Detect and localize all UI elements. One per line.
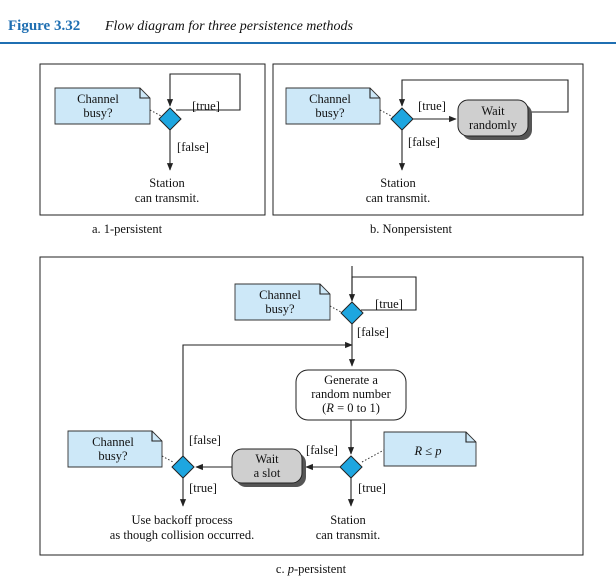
panel-c-left-channel-busy-note: Channel busy? — [67, 430, 163, 468]
panel-c-r-le-p-note: R ≤ p — [383, 431, 477, 467]
panel-c-rp-false-label: [false] — [306, 443, 338, 457]
panel-b-result-line1: Station — [380, 176, 416, 190]
panel-c-wait-line2: a slot — [254, 466, 281, 480]
panel-c-gen-line2: random number — [311, 387, 391, 401]
panel-a-caption: a. 1-persistent — [92, 222, 163, 236]
panel-b-wait-line2: randomly — [469, 118, 518, 132]
panel-c-backoff-line2: as though collision occurred. — [110, 528, 254, 542]
panel-c-result-line2: can transmit. — [316, 528, 381, 542]
panel-a-channel-busy-note: Channel busy? — [54, 87, 151, 125]
panel-a-true-label: [true] — [192, 99, 220, 113]
panel-b-true-label: [true] — [418, 99, 446, 113]
panel-a-result-line1: Station — [149, 176, 185, 190]
panel-b-note-line1: Channel — [309, 92, 351, 106]
panel-c-left-note-line1: Channel — [92, 435, 134, 449]
panel-b-note-line2: busy? — [315, 106, 345, 120]
panel-c-wait-line1: Wait — [255, 452, 279, 466]
panel-b-decision-diamond — [390, 107, 414, 131]
panel-c-top-note-line2: busy? — [265, 302, 295, 316]
panel-c-top-true-label: [true] — [375, 297, 403, 311]
panel-a-note-line1: Channel — [77, 92, 119, 106]
panel-c-left-note-line2: busy? — [98, 449, 128, 463]
panel-a-1-persistent: Channel busy? [true] [false] Station can… — [39, 63, 266, 236]
panel-b-nonpersistent: Channel busy? [true] Wait randomly [fals… — [272, 63, 584, 236]
panel-b-frame — [272, 63, 584, 216]
panel-c-top-decision-diamond — [340, 301, 364, 325]
panel-c-backoff-line1: Use backoff process — [131, 513, 232, 527]
panel-c-left-decision-diamond — [171, 455, 195, 479]
panel-c-p-persistent: Channel busy? [true] [false] Generate a … — [39, 256, 584, 576]
panel-c-gen-line3: (R = 0 to 1) — [322, 401, 380, 415]
panel-b-result-line2: can transmit. — [366, 191, 431, 205]
panel-a-decision-diamond — [158, 107, 182, 131]
panel-c-result-line1: Station — [330, 513, 366, 527]
panel-b-wait-randomly-box: Wait randomly — [457, 99, 532, 140]
panel-c-top-channel-busy-note: Channel busy? — [234, 283, 331, 321]
panel-b-channel-busy-note: Channel busy? — [285, 87, 381, 125]
panel-a-frame — [39, 63, 266, 216]
panel-c-top-note-line1: Channel — [259, 288, 301, 302]
panel-c-rp-true-label: [true] — [358, 481, 386, 495]
panel-a-result-line2: can transmit. — [135, 191, 200, 205]
panel-c-top-false-label: [false] — [357, 325, 389, 339]
panel-c-generate-random-box: Generate a random number (R = 0 to 1) — [295, 369, 407, 421]
panel-c-rp-text: R ≤ p — [413, 444, 441, 458]
panel-a-false-label: [false] — [177, 140, 209, 154]
panel-b-caption: b. Nonpersistent — [370, 222, 452, 236]
figure-title: Flow diagram for three persistence metho… — [104, 19, 354, 34]
panel-c-rp-decision-diamond — [339, 455, 363, 479]
panel-b-wait-line1: Wait — [481, 104, 505, 118]
panel-c-left-true-label: [true] — [189, 481, 217, 495]
panel-c-caption: c. p-persistent — [276, 562, 347, 576]
panel-b-false-label: [false] — [408, 135, 440, 149]
panel-c-wait-slot-box: Wait a slot — [231, 448, 306, 487]
panel-c-gen-line1: Generate a — [324, 373, 378, 387]
panel-c-left-false-label: [false] — [189, 433, 221, 447]
panel-a-note-line2: busy? — [83, 106, 113, 120]
panel-c-frame — [39, 256, 584, 556]
figure-number: Figure 3.32 — [8, 18, 80, 34]
